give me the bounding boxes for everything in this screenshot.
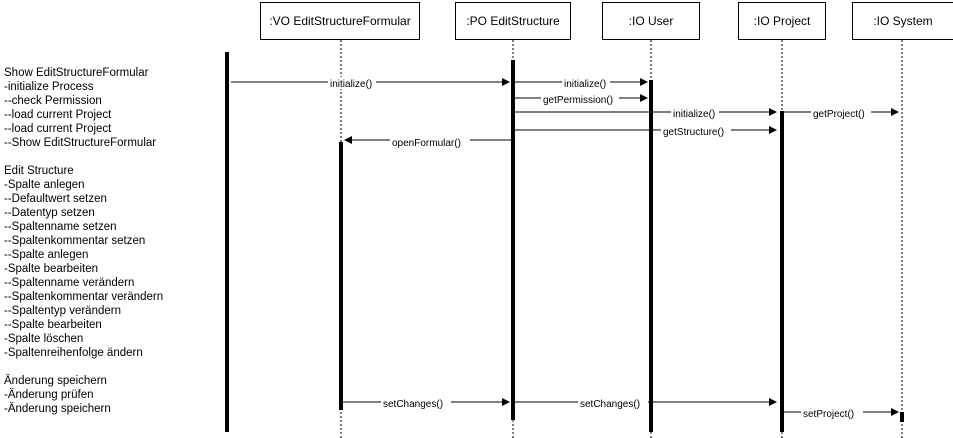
- step-line: --Defaultwert setzen: [4, 193, 107, 205]
- step-line: --Datentyp setzen: [4, 207, 95, 219]
- message-label: initialize(): [673, 109, 715, 120]
- message-label: setChanges(): [580, 399, 640, 410]
- step-line: -Spaltenreihenfolge ändern: [4, 347, 143, 359]
- step-line: --Show EditStructureFormular: [4, 137, 157, 149]
- message-label: setProject(): [803, 409, 854, 420]
- step-line: -Spalte anlegen: [4, 179, 85, 191]
- participant-label: :IO User: [628, 14, 674, 28]
- activation-project: [780, 111, 784, 432]
- step-line: --Spaltenname setzen: [4, 221, 117, 233]
- participant-io-system: :IO System: [852, 2, 953, 40]
- activation-po: [511, 60, 515, 420]
- step-line: --Spalte anlegen: [4, 249, 89, 261]
- message-label: setChanges(): [383, 399, 443, 410]
- participant-po-edit-structure: :PO EditStructure: [455, 2, 571, 40]
- message-label: getPermission(): [543, 95, 613, 106]
- step-line: -initialize Process: [4, 81, 94, 93]
- step-line: --Spalte bearbeiten: [4, 319, 102, 331]
- step-line: --Spaltenkommentar verändern: [4, 291, 164, 303]
- message-label: openFormular(): [392, 138, 461, 149]
- activation-user: [649, 80, 653, 432]
- step-line: --load current Project: [4, 109, 112, 121]
- step-line: --check Permission: [4, 95, 102, 107]
- step-line: --Spaltenname verändern: [4, 277, 135, 289]
- actor-activation-bar: [225, 52, 229, 432]
- step-line: -Spalte bearbeiten: [4, 263, 98, 275]
- lifelines: [340, 40, 903, 438]
- participant-label: :IO System: [873, 14, 933, 28]
- participant-label: :PO EditStructure: [466, 14, 560, 28]
- step-line: -Änderung prüfen: [4, 389, 94, 401]
- participant-vo-edit-structure-formular: :VO EditStructureFormular: [260, 2, 420, 40]
- step-line: -Spalte löschen: [4, 333, 84, 345]
- step-line: Änderung speichern: [4, 375, 107, 387]
- participant-io-project: :IO Project: [738, 2, 826, 40]
- activation-system: [900, 412, 904, 422]
- message-label: initialize(): [330, 79, 372, 90]
- step-line: Edit Structure: [4, 165, 74, 177]
- message-label: initialize(): [564, 79, 606, 90]
- messages: initialize() initialize() getPermission(…: [231, 77, 899, 420]
- participant-label: :VO EditStructureFormular: [269, 14, 411, 28]
- activation-vo: [339, 142, 343, 410]
- step-line: --Spaltentyp verändern: [4, 305, 121, 317]
- message-label: getStructure(): [663, 127, 724, 138]
- step-line: Show EditStructureFormular: [4, 67, 149, 79]
- message-label: getProject(): [813, 109, 865, 120]
- step-line: -Änderung speichern: [4, 403, 111, 415]
- step-list: Show EditStructureFormular -initialize Pr…: [4, 66, 163, 416]
- step-line: --load current Project: [4, 123, 112, 135]
- participant-io-user: :IO User: [602, 2, 700, 40]
- step-line: --Spaltenkommentar setzen: [4, 235, 146, 247]
- participant-label: :IO Project: [753, 14, 811, 28]
- activation-bars: [225, 52, 904, 432]
